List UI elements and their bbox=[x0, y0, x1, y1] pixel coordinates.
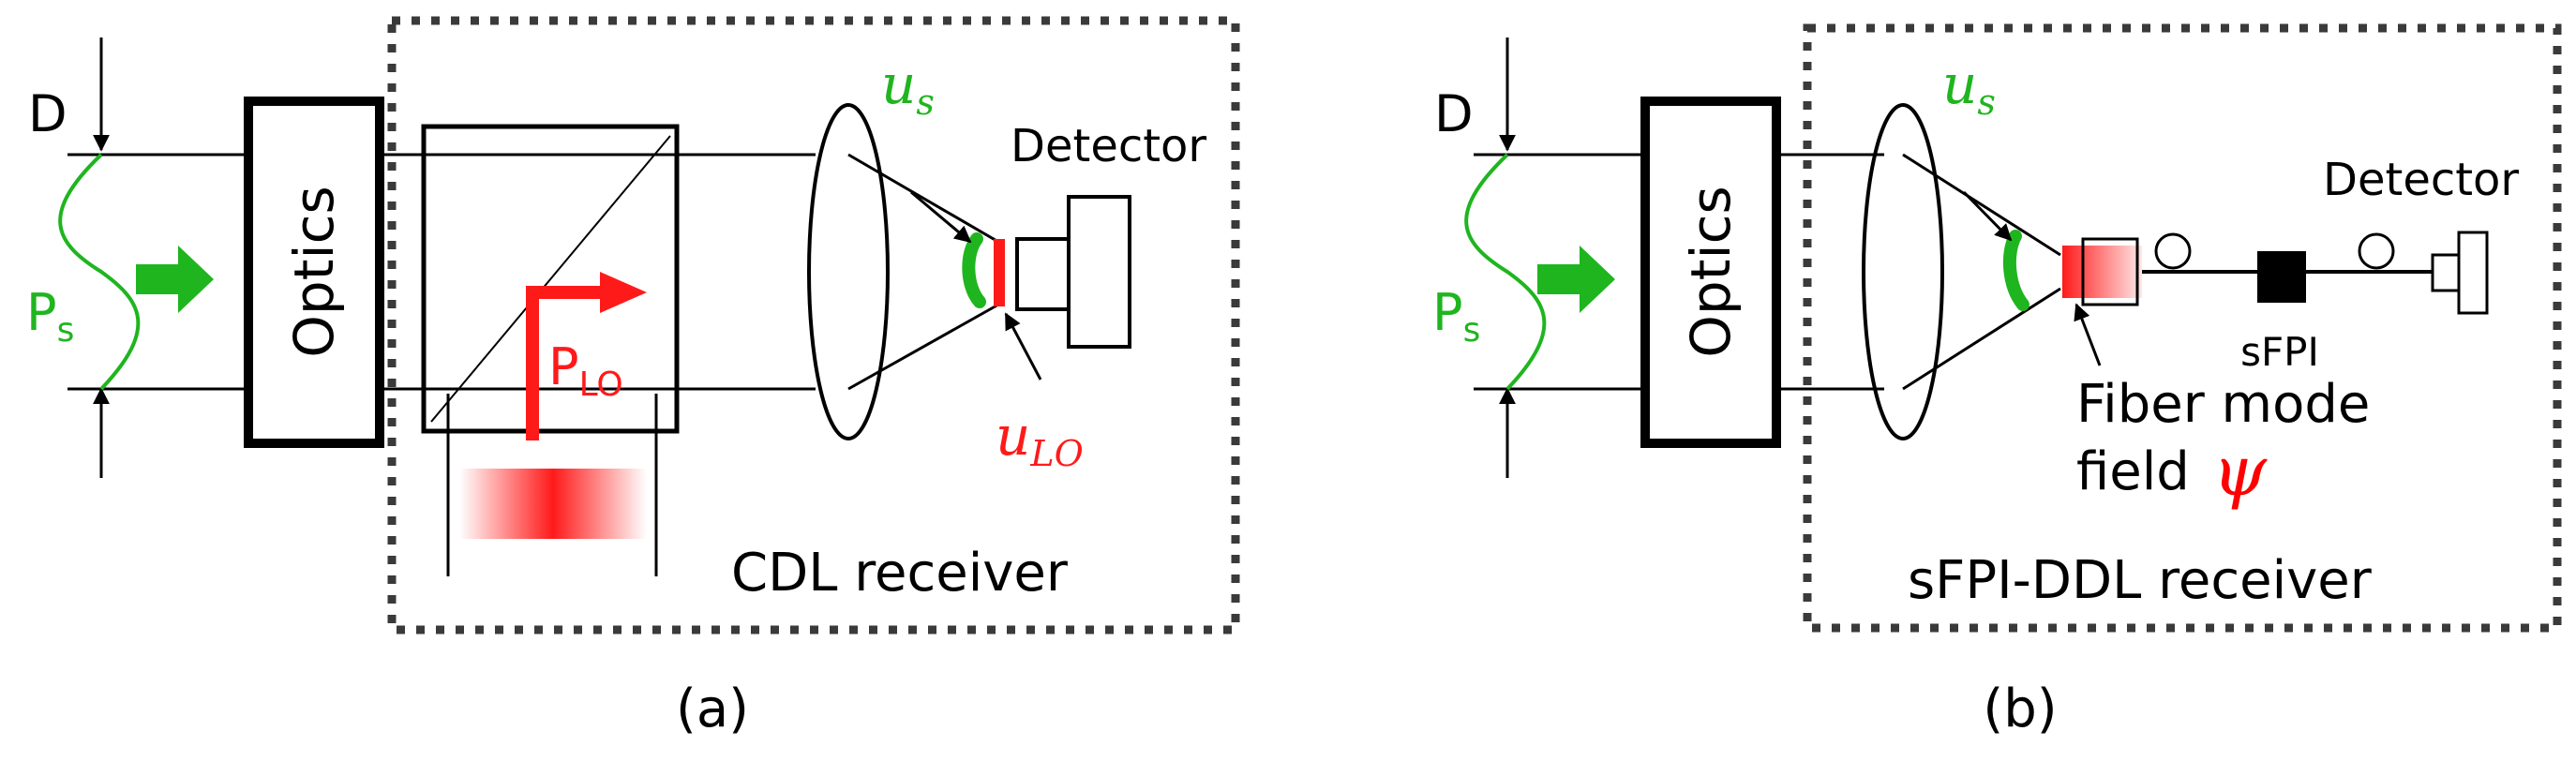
signal-arrow-a bbox=[136, 246, 214, 313]
signal-arrow-b bbox=[1537, 246, 1615, 313]
signal-field-label-b: us bbox=[1942, 52, 1996, 123]
lo-power-label-a: PLO bbox=[548, 337, 623, 404]
optics-label-b: Optics bbox=[1679, 186, 1743, 357]
receiver-label-b: sFPI-DDL receiver bbox=[1908, 550, 2373, 611]
caption-a: (a) bbox=[676, 679, 749, 739]
ray-bottom-a bbox=[847, 303, 999, 391]
lo-beam-profile-a bbox=[459, 469, 647, 539]
detector-label-b: Detector bbox=[2323, 154, 2519, 206]
lo-arrow-head-a bbox=[600, 272, 647, 313]
lo-field-label-a: uLO bbox=[996, 404, 1084, 474]
fiber-loop-1-b bbox=[2154, 232, 2192, 270]
optics-box-b bbox=[1640, 97, 1781, 448]
fiber-mode-pointer-b bbox=[2074, 303, 2102, 366]
panel-b: D Ps Optics sFPI Detect bbox=[1432, 23, 2562, 739]
detector-body-a bbox=[1067, 195, 1131, 349]
ray-bottom-b bbox=[1902, 287, 2061, 391]
signal-field-mark-a bbox=[962, 232, 986, 308]
ray-top-b bbox=[1902, 153, 2061, 257]
sfpi-block-b bbox=[2257, 251, 2306, 303]
fiber-mode-label-line2-b: field bbox=[2076, 441, 2190, 502]
signal-wavefront-a bbox=[58, 153, 141, 391]
signal-wavefront-b bbox=[1464, 153, 1547, 391]
fiber-loop-2-b bbox=[2358, 232, 2395, 270]
sfpi-label-b: sFPI bbox=[2240, 329, 2319, 375]
detector-body-b bbox=[2457, 231, 2489, 315]
lens-b bbox=[1862, 103, 1944, 440]
aperture-label-b: D bbox=[1434, 84, 1474, 143]
panel-a: D Ps Optics PLO bbox=[26, 16, 1240, 739]
lens-a bbox=[807, 103, 890, 440]
psi-symbol-b: ψ bbox=[2212, 431, 2268, 512]
lo-field-mark-a bbox=[994, 239, 1005, 306]
detector-front-a bbox=[1015, 237, 1071, 311]
signal-power-label-a: Ps bbox=[26, 283, 74, 350]
signal-field-pointer-a bbox=[910, 190, 972, 244]
receiver-label-a: CDL receiver bbox=[731, 543, 1069, 604]
receiver-boundary-a bbox=[387, 16, 1240, 634]
beam-splitter-a bbox=[421, 124, 680, 434]
signal-field-pointer-b bbox=[1962, 190, 2013, 242]
lo-field-pointer-a bbox=[1004, 312, 1042, 380]
beam-splitter-diagonal-a bbox=[430, 135, 671, 423]
signal-field-label-a: us bbox=[881, 52, 935, 123]
receiver-boundary-b bbox=[1803, 23, 2562, 633]
optics-box-a bbox=[244, 97, 384, 448]
detector-label-a: Detector bbox=[1011, 120, 1206, 172]
caption-b: (b) bbox=[1983, 679, 2057, 739]
fiber-coupler-b bbox=[2081, 237, 2139, 306]
detector-front-b bbox=[2431, 253, 2461, 292]
fiber-mode-label-line1-b: Fiber mode bbox=[2076, 374, 2370, 435]
ray-top-a bbox=[847, 153, 999, 244]
signal-field-mark-b bbox=[2002, 230, 2029, 311]
fiber-mode-field-b bbox=[2062, 246, 2142, 298]
lo-arrow-a bbox=[526, 286, 605, 440]
signal-power-label-b: Ps bbox=[1432, 283, 1480, 350]
optics-label-a: Optics bbox=[282, 186, 346, 357]
aperture-label-a: D bbox=[28, 84, 67, 143]
